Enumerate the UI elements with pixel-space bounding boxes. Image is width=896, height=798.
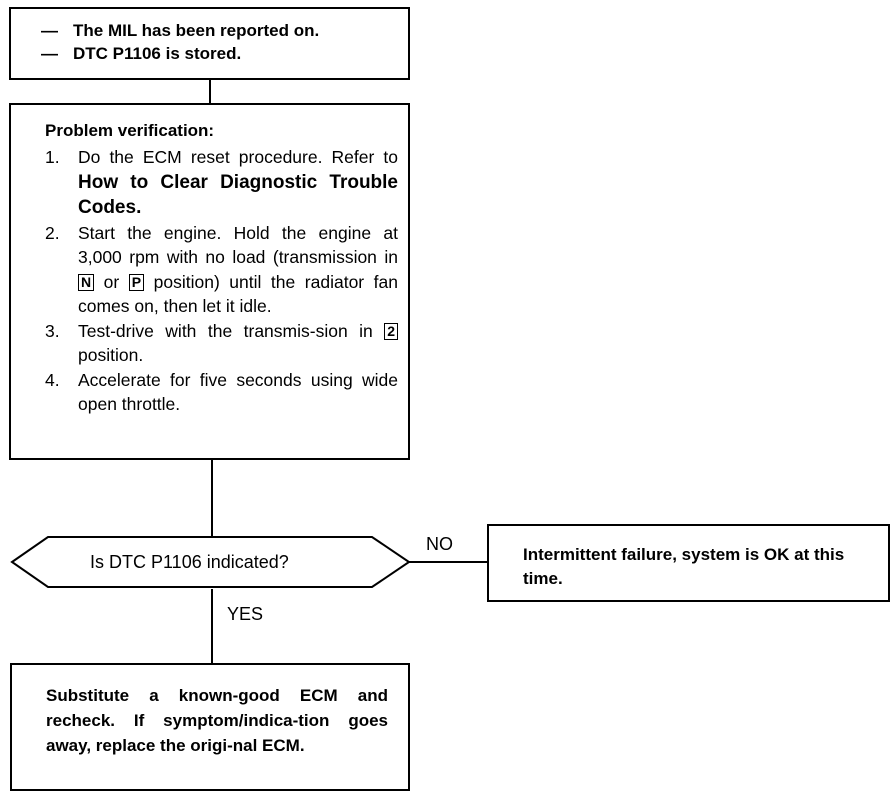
no-outcome-box: Intermittent failure, system is OK at th… (487, 524, 890, 602)
step-1: 1. Do the ECM reset procedure. Refer to … (45, 145, 398, 221)
step-text-part: Start the engine. Hold the engine at 3,0… (78, 222, 398, 268)
connector-line-no (409, 561, 487, 563)
dash: — (41, 21, 58, 40)
step-text-part: position) until the radiator fan comes o… (78, 271, 398, 317)
decision-question: Is DTC P1106 indicated? (90, 552, 289, 572)
gear-p-key: P (128, 273, 145, 291)
condition-text: DTC P1106 is stored. (73, 44, 242, 63)
step-number: 4. (45, 369, 60, 390)
step-3: 3. Test-drive with the transmis-sion in … (45, 319, 398, 368)
connector-line-yes (211, 589, 213, 663)
condition-dtc-stored: — DTC P1106 is stored. (41, 42, 408, 65)
step-text: Test-drive with the transmis-sion in 2 p… (78, 319, 398, 368)
dash: — (41, 44, 58, 63)
step-2: 2. Start the engine. Hold the engine at … (45, 221, 398, 319)
no-outcome-text: Intermittent failure, system is OK at th… (523, 545, 845, 588)
step-number: 2. (45, 222, 60, 243)
yes-outcome-box: Substitute a known-good ECM and recheck.… (10, 663, 410, 791)
step-number: 1. (45, 147, 60, 167)
step-text-part: Accelerate for five seconds using wide o… (78, 369, 398, 415)
step-text-part: position. (78, 345, 144, 365)
connector-line (211, 460, 213, 536)
verification-heading: Problem verification: (45, 121, 215, 140)
no-label: NO (426, 534, 453, 554)
step-4: 4. Accelerate for five seconds using wid… (45, 368, 398, 417)
yes-outcome-text: Substitute a known-good ECM and recheck.… (46, 686, 388, 755)
condition-text: The MIL has been reported on. (73, 21, 320, 40)
step-text-part: Do the ECM reset procedure. Refer to (78, 147, 398, 167)
step-text: Accelerate for five seconds using wide o… (78, 368, 398, 417)
step-text: Start the engine. Hold the engine at 3,0… (78, 221, 398, 319)
condition-mil-reported: — The MIL has been reported on. (41, 19, 408, 42)
step-text: Do the ECM reset procedure. Refer to How… (78, 145, 398, 221)
problem-verification-box: Problem verification: 1. Do the ECM rese… (9, 103, 410, 460)
gear-n-key: N (78, 273, 95, 291)
gear-2-key: 2 (384, 322, 398, 340)
verification-steps: 1. Do the ECM reset procedure. Refer to … (45, 145, 398, 417)
start-condition-box: — The MIL has been reported on. — DTC P110… (9, 7, 410, 80)
connector-line (209, 80, 211, 103)
step-text-part: or (94, 271, 129, 292)
clear-codes-reference: How to Clear Diagnostic Trouble Codes. (78, 171, 398, 219)
step-number: 3. (45, 320, 60, 341)
step-text-part: Test-drive with the transmis-sion in (78, 320, 385, 341)
yes-label: YES (227, 604, 264, 624)
